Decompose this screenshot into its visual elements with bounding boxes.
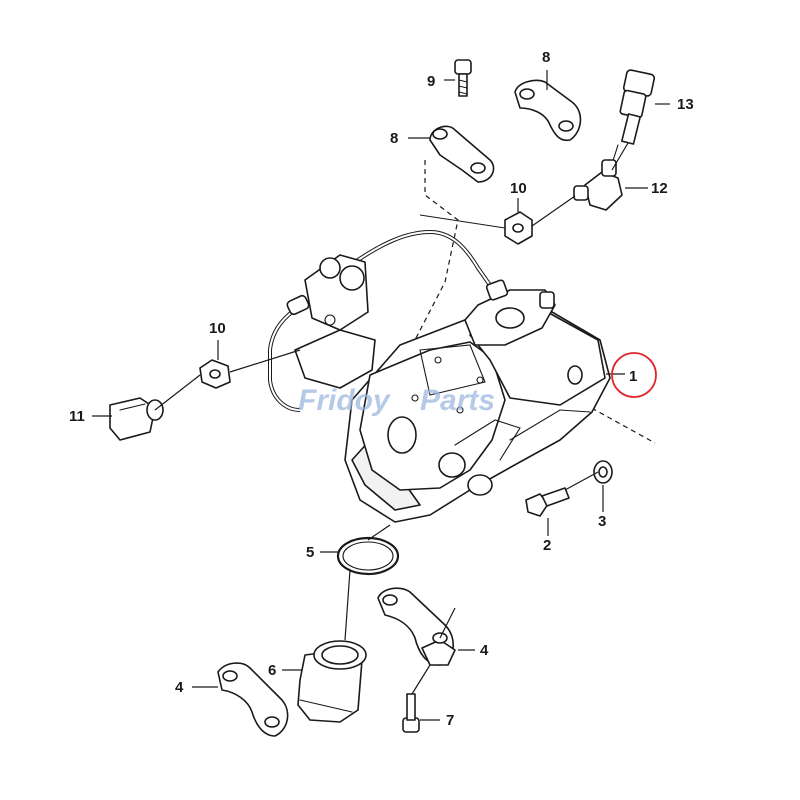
callout-13: 13 bbox=[677, 96, 694, 113]
clamp-4-left bbox=[217, 662, 289, 737]
clamp-4-right bbox=[377, 587, 456, 666]
clamp-8-lower bbox=[429, 125, 495, 183]
highlight-circle bbox=[611, 352, 657, 398]
watermark-text-right: Parts bbox=[420, 384, 495, 417]
nut-10-lower bbox=[199, 359, 231, 389]
bolt-2 bbox=[525, 487, 570, 517]
callout-11: 11 bbox=[69, 408, 85, 425]
callout-labels: 9 8 8 13 12 10 10 11 1 2 3 5 6 4 4 7 bbox=[69, 49, 694, 729]
callout-7: 7 bbox=[446, 712, 454, 729]
fuel-pump-body bbox=[286, 254, 611, 523]
bolt-7 bbox=[402, 693, 420, 733]
fitting-11 bbox=[109, 397, 164, 441]
assembly-axis-lines bbox=[154, 142, 629, 695]
callout-12: 12 bbox=[651, 180, 668, 197]
sleeve-6 bbox=[297, 640, 367, 723]
watermark-logo: Fridoy Parts bbox=[298, 384, 495, 417]
watermark-text-left: Fridoy bbox=[298, 384, 391, 417]
clamp-8-upper bbox=[514, 79, 582, 142]
callout-9: 9 bbox=[427, 73, 435, 90]
high-pressure-pipe bbox=[268, 229, 494, 412]
o-ring-5 bbox=[336, 536, 400, 576]
callout-5: 5 bbox=[306, 544, 314, 561]
assembly-guide-lines bbox=[414, 160, 656, 444]
callout-8-upper: 8 bbox=[542, 49, 550, 66]
callout-1: 1 bbox=[629, 368, 637, 385]
nut-10-upper bbox=[504, 211, 533, 245]
callout-6: 6 bbox=[268, 662, 276, 679]
callout-leaders bbox=[92, 70, 670, 721]
callout-8-lower: 8 bbox=[390, 130, 398, 147]
bolt-9 bbox=[454, 59, 472, 97]
callout-3: 3 bbox=[598, 513, 606, 530]
callout-4-right: 4 bbox=[480, 642, 489, 659]
sensor-13 bbox=[609, 69, 656, 171]
callout-4-left: 4 bbox=[175, 679, 184, 696]
washer-3 bbox=[593, 460, 613, 484]
elbow-fitting-12 bbox=[573, 159, 623, 211]
callout-10-upper: 10 bbox=[510, 180, 527, 197]
callout-2: 2 bbox=[543, 537, 551, 554]
callout-10-lower: 10 bbox=[209, 320, 226, 337]
